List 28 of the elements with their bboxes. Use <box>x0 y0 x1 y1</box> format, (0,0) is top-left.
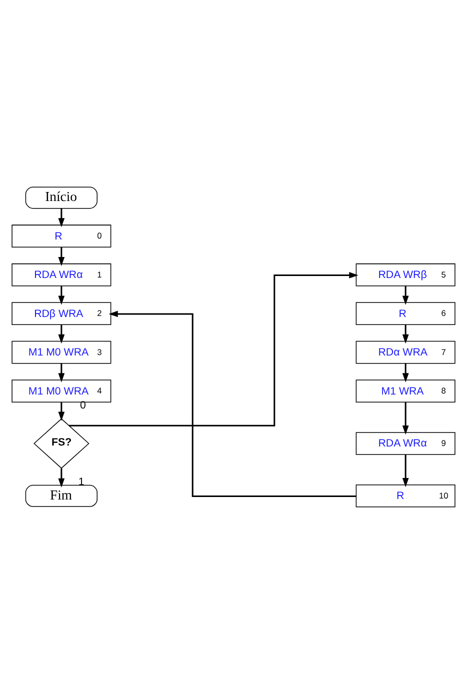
arrow <box>58 246 64 266</box>
node-box: Início <box>24 186 97 208</box>
node-box: RDA WRα 9 <box>355 432 455 454</box>
node-diamond: FS? <box>33 418 89 468</box>
node-box: M1 M0 WRA 4 <box>11 379 111 402</box>
node-box: RDA WRα 1 <box>11 262 111 286</box>
arrow <box>58 324 64 344</box>
node-box: RDβ WRA 2 <box>11 302 111 324</box>
arrow <box>402 402 408 434</box>
arrow <box>58 402 64 420</box>
arrow <box>58 363 64 382</box>
arrow <box>108 310 356 497</box>
arrow <box>68 272 358 426</box>
node-box: M1 WRA 8 <box>355 379 455 402</box>
node-box: RDA WRβ 5 <box>355 262 455 286</box>
node-box: M1 M0 WRA 3 <box>11 340 111 364</box>
arrow <box>402 454 408 487</box>
node-box: Fim <box>24 484 97 506</box>
arrow <box>58 208 64 227</box>
node-box: R 0 <box>11 224 111 247</box>
node-box: R 6 <box>355 302 455 324</box>
arrow <box>58 468 64 488</box>
arrow <box>402 286 408 304</box>
arrow <box>58 286 64 304</box>
node-box: R 10 <box>355 484 455 507</box>
arrow <box>402 324 408 344</box>
arrow <box>402 363 408 382</box>
node-box: RDα WRA 7 <box>355 340 455 364</box>
